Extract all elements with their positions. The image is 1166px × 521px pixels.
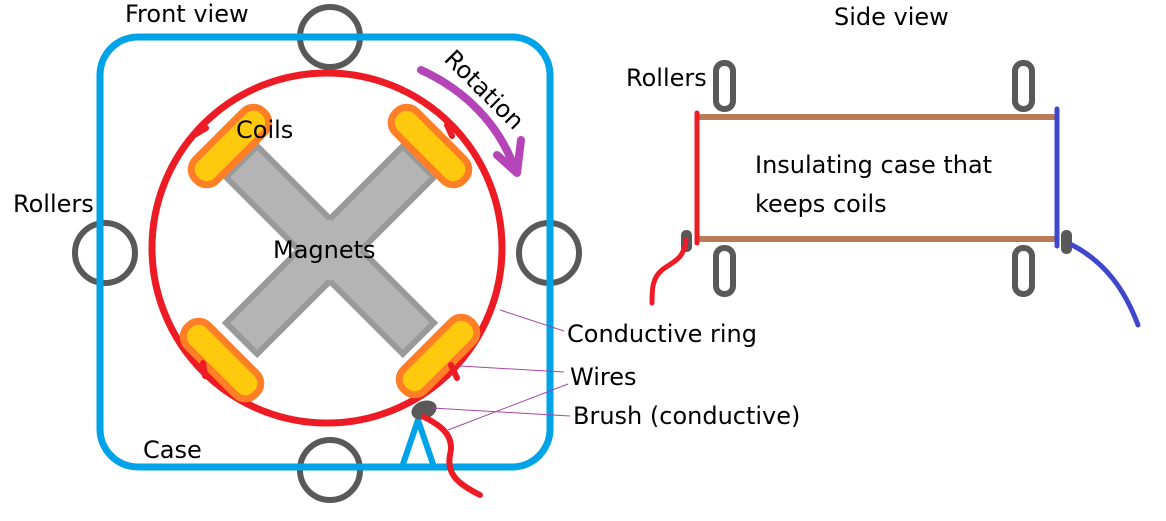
roller-left xyxy=(72,220,138,286)
rotation-arrow xyxy=(417,66,519,174)
side-roller-top-left xyxy=(713,60,736,112)
rollers-label-side: Rollers xyxy=(626,64,707,92)
output-wire xyxy=(421,414,483,498)
side-wire-left xyxy=(649,237,689,306)
front-view-title: Front view xyxy=(125,0,249,28)
case-label: Case xyxy=(143,436,202,464)
leader-wires-coil xyxy=(459,365,565,373)
conductive-ring-label: Conductive ring xyxy=(567,320,757,348)
magnets xyxy=(221,141,439,359)
side-view-title: Side view xyxy=(834,3,949,31)
conductive-ring xyxy=(148,69,506,427)
coils-label: Coils xyxy=(236,116,293,144)
insulating-case-label-line1: Insulating case that xyxy=(755,151,992,179)
wire-stub xyxy=(193,125,209,137)
wire-stub xyxy=(200,360,208,379)
rotation-arrowhead xyxy=(493,136,525,177)
coil-top-left xyxy=(187,103,273,189)
coil-top-right xyxy=(387,103,473,189)
side-roller-bottom-right xyxy=(1012,245,1035,297)
leader-brush xyxy=(431,407,571,417)
wire-stub xyxy=(448,362,460,381)
side-roller-top-right xyxy=(1012,60,1035,112)
side-roller-bottom-left xyxy=(713,245,736,297)
brush-label: Brush (conductive) xyxy=(573,402,800,430)
magnets-label: Magnets xyxy=(273,236,376,264)
case xyxy=(96,33,554,471)
brush xyxy=(411,400,437,420)
leader-conductive-ring xyxy=(499,309,565,332)
side-wire-right xyxy=(1069,242,1141,328)
rollers-label-front: Rollers xyxy=(13,190,94,218)
wire-stub xyxy=(444,122,455,139)
wires-label: Wires xyxy=(570,363,636,391)
leader-wires-output xyxy=(447,383,569,431)
coil-bottom-left xyxy=(179,317,265,403)
side-brush-right xyxy=(1061,230,1072,254)
insulating-case-label-line2: keeps coils xyxy=(755,190,887,218)
brush-stand xyxy=(399,410,437,468)
